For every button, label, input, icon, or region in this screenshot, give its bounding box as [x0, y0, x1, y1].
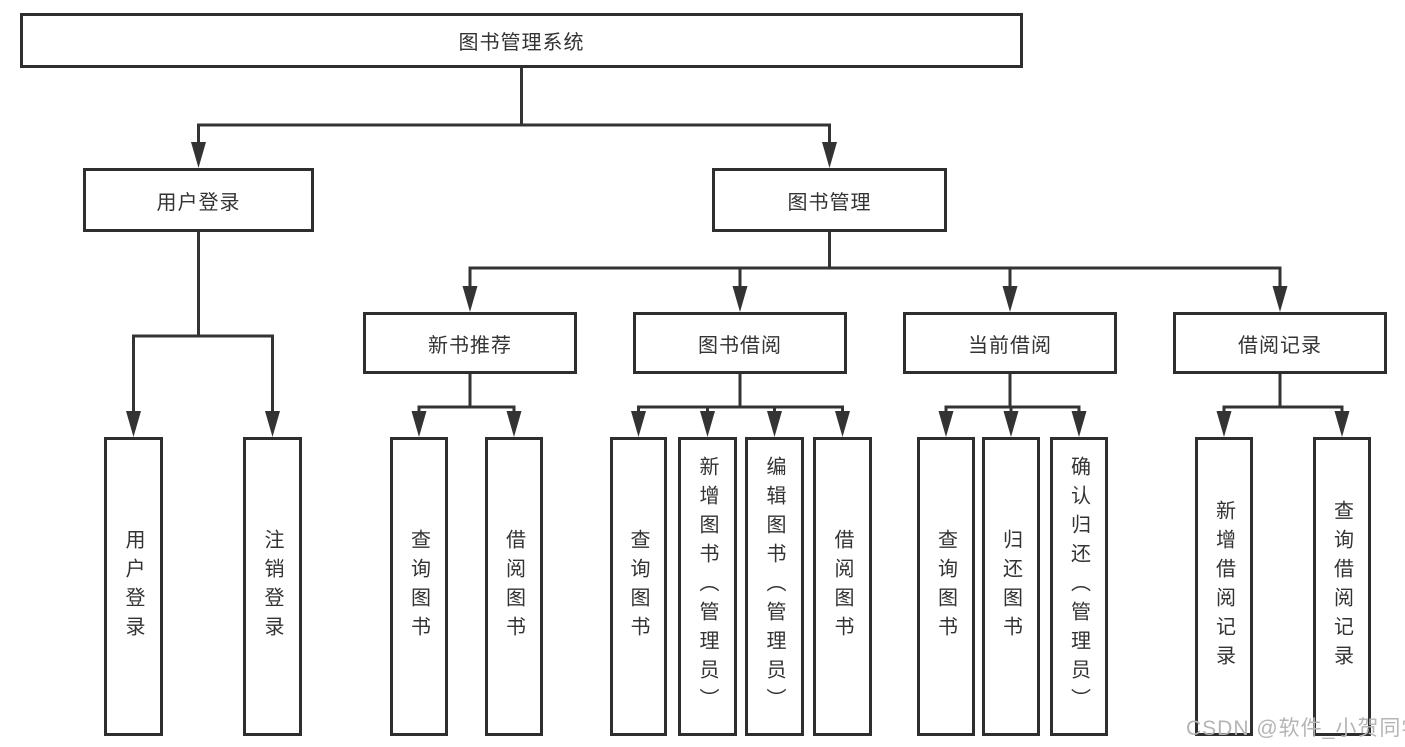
- arrowhead: [835, 411, 850, 437]
- arrowhead: [462, 286, 478, 312]
- arrowhead: [631, 411, 646, 437]
- node-borrow-records: 借阅记录: [1173, 312, 1387, 374]
- arrowhead: [265, 411, 280, 437]
- connector-user-login-children: [126, 230, 280, 437]
- node-book-borrow: 图书借阅: [633, 312, 847, 374]
- csdn-watermark: CSDN @软件_小贺同学: [1186, 717, 1405, 740]
- leaf-borrow-add-books-admin: 新增图书（管理员）: [678, 437, 737, 736]
- arrowhead: [767, 411, 782, 437]
- leaf-borrow-edit-books-admin: 编辑图书（管理员）: [745, 437, 804, 736]
- connector-root-to-branches: [191, 66, 837, 168]
- leaf-recommend-borrow-books: 借阅图书: [485, 437, 543, 736]
- node-root-system: 图书管理系统: [20, 13, 1023, 68]
- leaf-recommend-query-books: 查询图书: [390, 437, 448, 736]
- leaf-records-query-record: 查询借阅记录: [1313, 437, 1371, 736]
- arrowhead: [126, 411, 141, 437]
- node-current-borrow: 当前借阅: [903, 312, 1117, 374]
- arrowhead: [191, 142, 206, 168]
- connector-current-borrow-children: [938, 372, 1087, 437]
- arrowhead: [1272, 286, 1288, 312]
- arrowhead: [506, 411, 522, 437]
- connector-borrow-records-children: [1216, 372, 1350, 437]
- node-book-management: 图书管理: [712, 168, 947, 232]
- leaf-logout: 注销登录: [243, 437, 302, 736]
- leaf-current-confirm-return-admin: 确认归还（管理员）: [1050, 437, 1108, 736]
- leaf-current-query-books: 查询图书: [917, 437, 975, 736]
- arrowhead: [1334, 411, 1350, 437]
- leaf-user-login: 用户登录: [104, 437, 163, 736]
- arrowhead: [822, 142, 837, 168]
- arrowhead: [700, 411, 715, 437]
- arrowhead: [938, 411, 954, 437]
- leaf-current-return-books: 归还图书: [982, 437, 1040, 736]
- connector-book-borrow-children: [631, 372, 850, 437]
- arrowhead: [1216, 411, 1232, 437]
- leaf-records-add-record: 新增借阅记录: [1195, 437, 1253, 736]
- connector-new-book-recommend-children: [411, 372, 522, 437]
- arrowhead: [1003, 411, 1019, 437]
- arrowhead: [1071, 411, 1087, 437]
- node-user-login: 用户登录: [83, 168, 314, 232]
- node-new-book-recommend: 新书推荐: [363, 312, 577, 374]
- connector-book-management-children: [462, 230, 1288, 312]
- arrowhead: [1002, 286, 1018, 312]
- leaf-borrow-query-books: 查询图书: [610, 437, 667, 736]
- leaf-borrow-borrow-books: 借阅图书: [813, 437, 872, 736]
- arrowhead: [732, 286, 748, 312]
- arrowhead: [411, 411, 427, 437]
